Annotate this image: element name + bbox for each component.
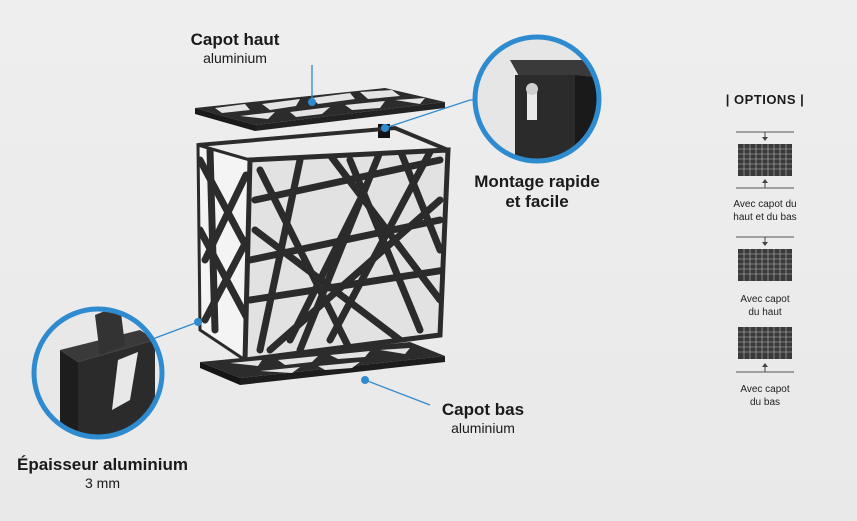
capot-haut-sub: aluminium xyxy=(203,49,267,66)
front-panel xyxy=(242,124,451,363)
option-bottom-lid-icon xyxy=(736,327,794,373)
option-bottom-lid-caption: Avec capot du bas xyxy=(740,384,790,408)
capot-haut-lid xyxy=(195,88,445,131)
epaisseur-title: Épaisseur aluminium xyxy=(17,455,188,474)
capot-bas-lid xyxy=(200,342,445,385)
capot-haut-title: Capot haut xyxy=(190,30,280,49)
montage-line2: et facile xyxy=(505,191,569,211)
option-both-lids-icon xyxy=(736,131,794,189)
option-bottom-lid[interactable]: Avec capot du bas xyxy=(720,325,810,409)
epaisseur-sub: 3 mm xyxy=(85,474,120,491)
capot-haut-label: Capot haut aluminium xyxy=(175,30,295,66)
capot-bas-label: Capot bas aluminium xyxy=(423,400,543,436)
montage-line1: Montage rapide xyxy=(474,172,600,191)
option-both-lids[interactable]: Avec capot du haut et du bas xyxy=(720,130,810,224)
option-both-lids-caption: Avec capot du haut et du bas xyxy=(733,199,797,223)
zoom-thickness-detail xyxy=(31,306,165,440)
option-top-lid-icon xyxy=(736,236,794,281)
epaisseur-label: Épaisseur aluminium 3 mm xyxy=(0,455,205,491)
side-panel xyxy=(196,142,252,363)
option-top-lid-caption: Avec capot du haut xyxy=(740,294,790,318)
option-top-lid[interactable]: Avec capot du haut xyxy=(720,235,810,319)
zoom-mount-detail xyxy=(472,34,602,164)
options-title: | OPTIONS | xyxy=(725,92,805,107)
montage-label: Montage rapide et facile xyxy=(462,172,612,211)
capot-bas-title: Capot bas xyxy=(441,400,525,419)
capot-bas-sub: aluminium xyxy=(451,419,515,436)
